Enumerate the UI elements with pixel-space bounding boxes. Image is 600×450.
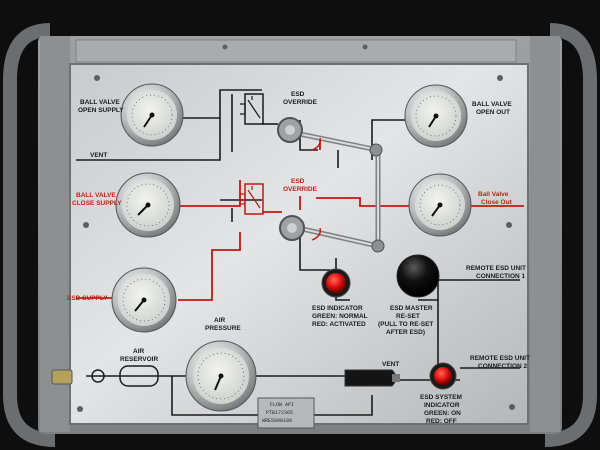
label-esd-master-4: AFTER ESD) [386,329,425,336]
label-ball-valve-close-out-2: Close Out [481,199,513,206]
left-handle [3,23,56,447]
esd-system-indicator-button[interactable] [429,362,457,390]
vent-valve-handle[interactable] [344,369,400,387]
label-air-pressure-2: PRESSURE [205,325,241,332]
label-esd-master-2: RE-SET [396,313,420,320]
label-ball-valve-open-out-1: BALL VALVE [472,101,512,108]
label-esd-master-3: (PULL TO RE-SET [378,321,433,328]
label-ball-valve-open-supply-2: OPEN SUPPLY [78,107,124,114]
esd-indicator-button[interactable] [321,268,351,298]
label-esd-indicator-3: RED: ACTIVATED [312,321,366,328]
hydraulic-lines [76,140,524,301]
label-esd-system-3: GREEN: ON [424,410,461,417]
label-esd-override-2a: ESD [291,178,305,185]
data-plate-line-2: PTB172365 [266,410,293,416]
label-esd-override-2b: OVERRIDE [283,186,318,193]
label-ball-valve-open-out-2: OPEN OUT [476,109,510,116]
label-esd-master-1: ESD MASTER [390,305,433,312]
override-arrow-icon [311,137,322,151]
panel-screws [77,44,515,412]
label-vent-top: VENT [90,152,107,159]
label-remote-esd-unit-2a: REMOTE ESD UNIT [470,355,530,362]
label-esd-indicator-1: ESD INDICATOR [312,305,363,312]
air-reservoir-icon [91,365,159,387]
override-arrow-icon [311,227,322,241]
data-plate-line-1: FLOW API [270,402,294,408]
label-ball-valve-close-supply-2: CLOSE SUPPLY [72,200,122,207]
label-ball-valve-close-out-1: Ball Valve [478,191,509,198]
label-remote-esd-unit-1a: REMOTE ESD UNIT [466,265,526,272]
label-esd-system-2: INDICATOR [424,402,460,409]
label-esd-system-1: ESD SYSTEM [420,394,462,401]
data-plate-line-3: WRE5808188 [262,418,292,424]
esd-master-reset-knob[interactable] [396,254,440,298]
label-remote-esd-unit-1b: CONNECTION 1 [476,273,526,280]
air-inlet-fitting [51,369,73,385]
label-air-reservoir-1: AIR [133,348,145,355]
label-esd-indicator-2: GREEN: NORMAL [312,313,368,320]
label-esd-override-1a: ESD [291,91,305,98]
label-remote-esd-unit-2b: CONNECTION 2 [478,363,528,370]
solenoid-valve-icon [240,93,264,215]
label-ball-valve-open-supply-1: BALL VALVE [80,99,120,106]
label-esd-override-1b: OVERRIDE [283,99,318,106]
right-handle [544,23,597,447]
label-esd-system-4: RED: OFF [426,418,457,425]
pressure-gauge-icon [111,83,472,412]
label-vent-bottom: VENT [382,361,399,368]
label-esd-supply: ESD SUPPLY [67,295,108,302]
valve-handle-icon[interactable] [277,117,385,253]
data-plate [257,397,315,429]
label-ball-valve-close-supply-1: BALL VALVE [76,192,116,199]
label-air-pressure-1: AIR [214,317,226,324]
label-air-reservoir-2: RESERVOIR [120,356,158,363]
